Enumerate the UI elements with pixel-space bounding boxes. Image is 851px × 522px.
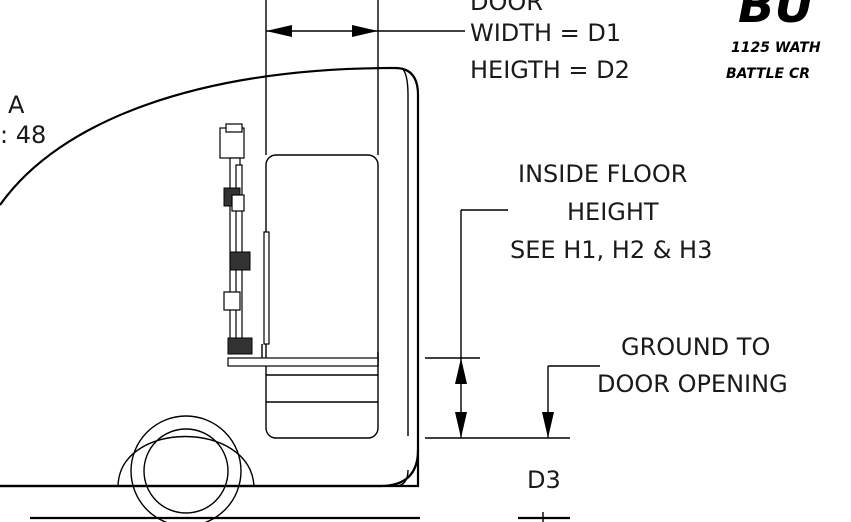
company-logo: BU bbox=[738, 0, 814, 34]
lift-arm bbox=[263, 231, 270, 345]
label-inside-floor-2: HEIGHT bbox=[567, 198, 659, 226]
label-inside-floor-3: SEE H1, H2 & H3 bbox=[510, 236, 712, 264]
label-door: DOOR bbox=[470, 0, 543, 16]
lift-base bbox=[227, 337, 253, 355]
floor-height-arrow-down bbox=[455, 412, 467, 438]
lift-motor-cap bbox=[225, 123, 243, 133]
label-view-letter: A bbox=[8, 91, 25, 119]
lift-bracket-2 bbox=[229, 251, 251, 271]
ground-to-door-arrow bbox=[542, 412, 554, 438]
floor-height-arrow-up bbox=[455, 358, 467, 384]
label-scale: : 48 bbox=[0, 121, 46, 149]
wheel-fender bbox=[117, 435, 255, 487]
door-width-arrow-right bbox=[352, 25, 378, 37]
label-door-width: WIDTH = D1 bbox=[470, 19, 621, 47]
vehicle-inner-wall bbox=[401, 67, 409, 436]
wheel-rim bbox=[143, 428, 229, 514]
vehicle-body-outline bbox=[0, 66, 420, 488]
door-width-arrow-left bbox=[266, 25, 292, 37]
wheel-tire bbox=[130, 415, 242, 522]
lift-bracket-4 bbox=[231, 194, 245, 212]
wheelchair-lift-mechanism bbox=[219, 123, 379, 367]
label-door-opening: DOOR OPENING bbox=[597, 370, 788, 398]
lift-platform bbox=[227, 357, 379, 367]
door-opening-outline bbox=[265, 154, 379, 439]
label-inside-floor-1: INSIDE FLOOR bbox=[518, 160, 687, 188]
floor-corner-line bbox=[394, 469, 409, 487]
lift-bracket-3 bbox=[223, 291, 241, 311]
label-ground-to: GROUND TO bbox=[621, 333, 770, 361]
label-door-height: HEIGTH = D2 bbox=[470, 56, 630, 84]
logo-address-line-1: 1125 WATH bbox=[731, 40, 821, 56]
floor-bottom-corner bbox=[0, 449, 420, 488]
logo-address-line-2: BATTLE CR bbox=[726, 66, 810, 82]
label-d3: D3 bbox=[527, 466, 561, 494]
